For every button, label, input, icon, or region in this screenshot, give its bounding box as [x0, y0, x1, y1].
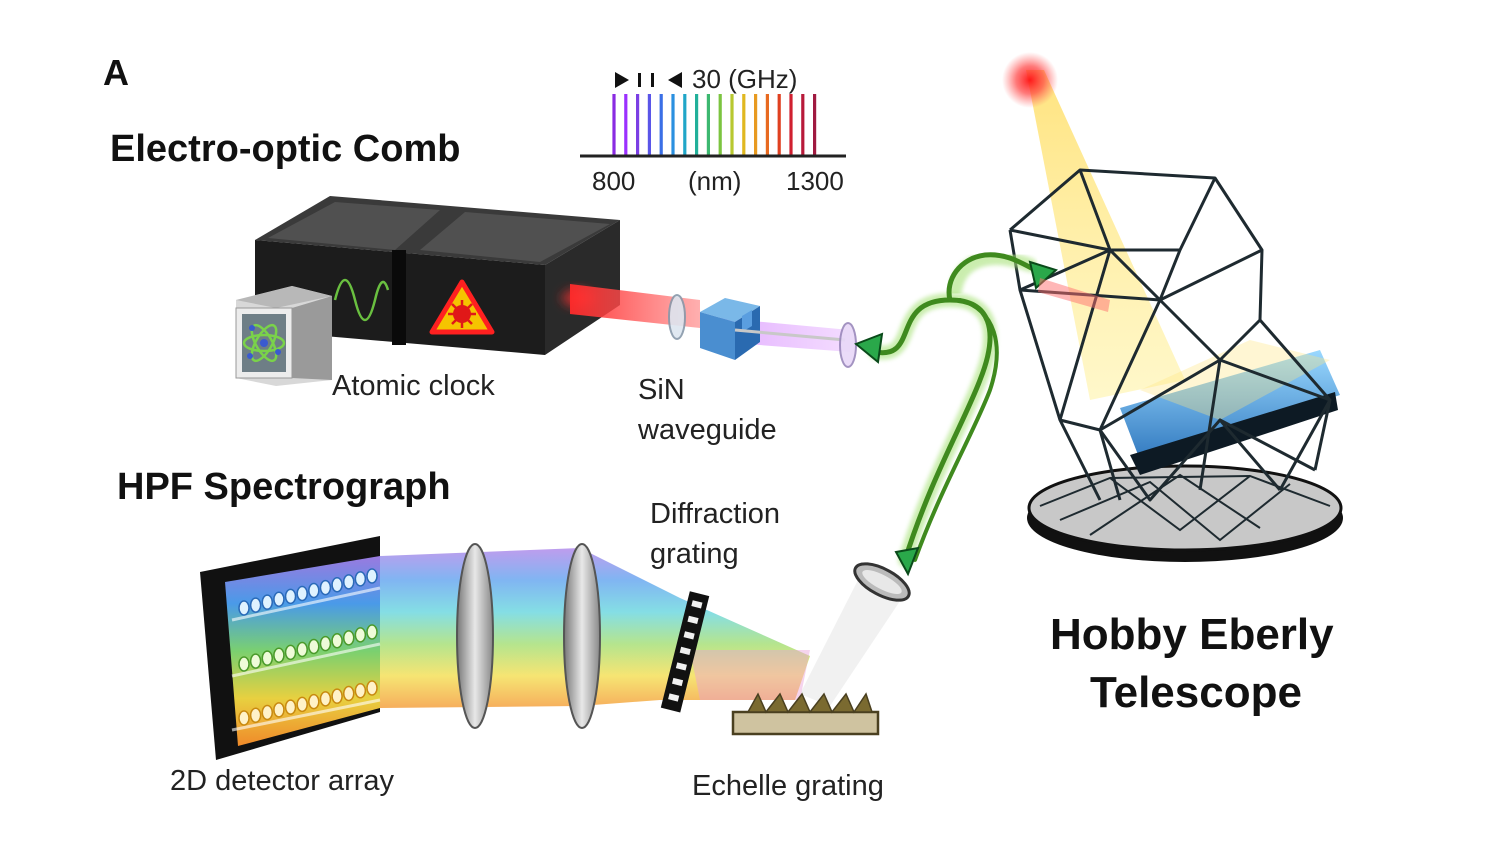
detector-spot: [354, 571, 367, 587]
detector-spot: [261, 650, 274, 666]
detector-spot: [284, 644, 297, 661]
detector-spot: [319, 635, 332, 652]
detector-spot: [273, 647, 285, 664]
detector-spot: [342, 685, 355, 702]
echelle-grating: [731, 692, 880, 736]
detector-spot: [308, 693, 320, 710]
sin-label-line1: SiN: [638, 374, 685, 406]
detector-spot: [319, 691, 332, 707]
spectrograph-lens-1: [456, 543, 494, 729]
sin-label-line2: waveguide: [638, 414, 777, 446]
diffraction-label-line1: Diffraction: [650, 498, 781, 530]
detector-spot: [249, 707, 262, 724]
detector-spot: [366, 624, 378, 640]
collimating-lens: [839, 322, 857, 368]
detector-row-divider: [231, 586, 381, 622]
atomic-clock: [235, 286, 332, 386]
diffraction-label-line2: grating: [650, 538, 739, 570]
detector-spot: [249, 653, 262, 669]
detector-spot: [331, 576, 343, 593]
detector-spot: [261, 594, 274, 610]
detector-spot: [308, 638, 320, 655]
comb-lines: [612, 94, 817, 156]
hpf-title: HPF Spectrograph: [117, 466, 451, 508]
panel-letter: A: [103, 52, 129, 93]
mirror-edge: [1130, 392, 1338, 475]
calibration-beam: [1038, 278, 1110, 312]
detector-spot: [249, 597, 262, 613]
input-beam: [800, 580, 902, 706]
laser-beam: [570, 284, 700, 328]
detector-spot: [238, 600, 250, 616]
star-icon: [1002, 52, 1058, 108]
detector-spot: [319, 579, 332, 596]
coupling-lens: [668, 294, 686, 340]
echelle-label: Echelle grating: [692, 770, 884, 802]
detector-spot: [342, 574, 355, 590]
detector-spot: [284, 588, 297, 605]
detector-row-divider: [231, 698, 381, 732]
comb-axis-min: 800: [592, 166, 636, 196]
diffraction-grating: [660, 591, 710, 713]
detector-pixels: [231, 568, 381, 732]
detector-spot: [273, 591, 285, 608]
detector-spot: [296, 641, 308, 658]
telescope: [1008, 168, 1343, 562]
detector-spot: [284, 699, 297, 715]
atomic-clock-label: Atomic clock: [332, 370, 495, 402]
detector-spot: [273, 702, 285, 718]
detector-spot: [354, 627, 367, 643]
fiber-output-lens: [853, 562, 911, 602]
comb-spacing-label: 30 (GHz): [692, 64, 798, 94]
fiber-connector-icon: [1028, 260, 1058, 290]
detector-spot: [342, 630, 355, 646]
mirror-glow: [1140, 340, 1330, 420]
detector-spot: [331, 688, 343, 704]
comb-axis-unit: (nm): [688, 166, 742, 196]
atom-icon: [242, 323, 286, 363]
fiber-connector-icon: [854, 332, 884, 364]
waveguide-output: [734, 328, 846, 342]
detector-array: [200, 536, 381, 760]
detector-spot: [366, 680, 378, 696]
primary-mirror: [1120, 350, 1340, 460]
telescope-label-line2: Telescope: [1090, 668, 1302, 717]
sin-waveguide-chip: [700, 298, 760, 360]
detector-spot: [354, 682, 367, 699]
detector-spot: [296, 585, 308, 602]
fiber-connector-icon: [894, 546, 920, 577]
detector-spot: [308, 582, 320, 599]
detector-spot: [331, 632, 343, 649]
detector-spot: [296, 696, 308, 713]
spacing-arrows-icon: [615, 72, 682, 88]
detector-row-divider: [231, 642, 381, 678]
detector-spot: [238, 656, 250, 672]
spectrograph-lens-2: [563, 543, 601, 729]
detector-spot: [261, 704, 274, 721]
telescope-base: [1027, 464, 1343, 552]
laser-warning-icon: [429, 279, 495, 335]
comb-title: Electro-optic Comb: [110, 128, 461, 170]
comb-spectrum: [580, 72, 846, 158]
detector-spot: [238, 710, 250, 726]
signal-trace: [333, 278, 390, 322]
detector-label: 2D detector array: [170, 765, 395, 797]
detector-spot: [366, 568, 378, 584]
electro-optic-comb-box: [235, 196, 620, 386]
comb-axis-max: 1300: [786, 166, 844, 196]
optical-fibers: [868, 251, 1038, 567]
telescope-label-line1: Hobby Eberly: [1050, 610, 1334, 659]
